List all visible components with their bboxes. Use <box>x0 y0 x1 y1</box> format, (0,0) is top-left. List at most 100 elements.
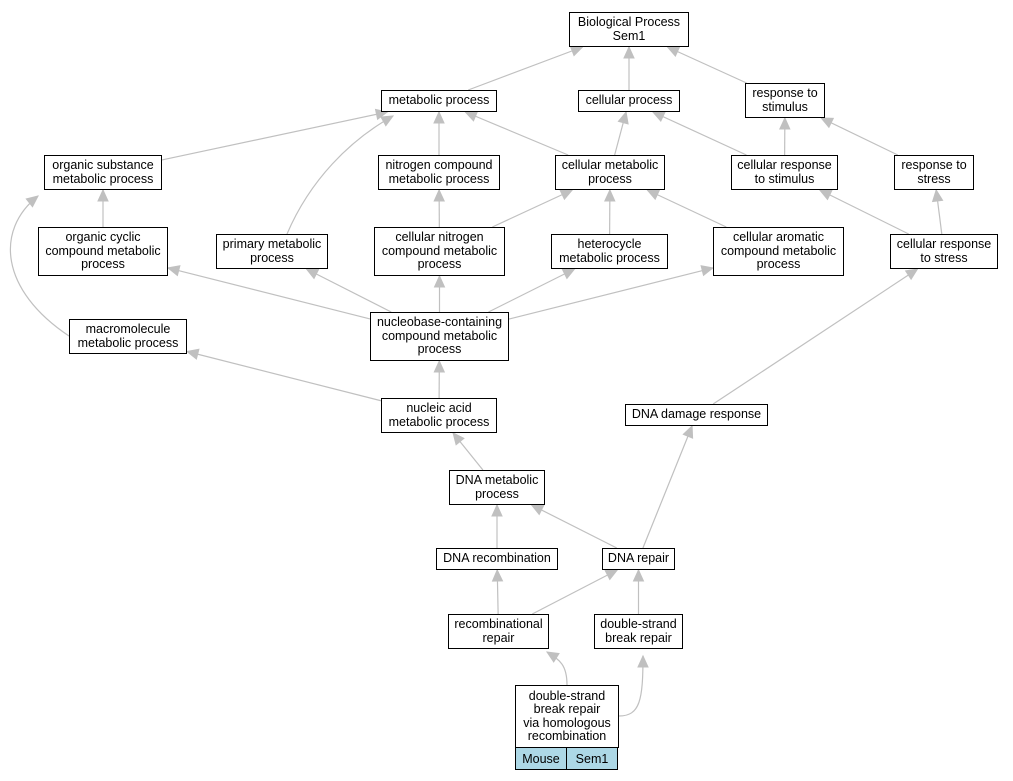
edge-resp-stress-to-resp-stim <box>820 117 899 156</box>
go-term-label: cellular response to stress <box>896 237 992 265</box>
edge-arrowhead <box>185 348 200 360</box>
go-term-macromolecule[interactable]: macromolecule metabolic process <box>69 319 187 354</box>
edge-cell-resp-stim-to-cellular <box>652 111 747 156</box>
go-term-org-cyclic[interactable]: organic cyclic compound metabolic proces… <box>38 227 168 276</box>
edge-arrowhead <box>305 268 320 280</box>
edge-arrowhead <box>97 188 109 202</box>
go-term-label: cellular metabolic process <box>561 158 659 186</box>
go-term-dsb-repair[interactable]: double-strand break repair <box>594 614 683 649</box>
go-term-dna-recomb[interactable]: DNA recombination <box>436 548 558 570</box>
edge-arrowhead <box>931 188 944 203</box>
go-term-label: Biological Process Sem1 <box>577 15 681 43</box>
edge-arrowhead <box>604 188 616 202</box>
go-term-cell-resp-stim[interactable]: cellular response to stimulus <box>731 155 838 190</box>
go-term-label: double-strand break repair <box>600 617 677 645</box>
edge-nucleobase-to-org-cyclic <box>167 267 371 320</box>
go-term-dna-metab[interactable]: DNA metabolic process <box>449 470 545 505</box>
go-term-label: heterocycle metabolic process <box>559 237 660 265</box>
go-term-cell-resp-stress[interactable]: cellular response to stress <box>890 234 998 269</box>
go-term-label: nucleobase-containing compound metabolic… <box>376 315 503 357</box>
edge-arrowhead <box>452 432 465 446</box>
edge-arrowhead <box>820 117 835 129</box>
edge-arrowhead <box>464 111 479 122</box>
edge-resp-stim-to-bp <box>667 46 747 84</box>
go-term-nitrogen[interactable]: nitrogen compound metabolic process <box>378 155 500 190</box>
edge-arrowhead <box>545 651 560 663</box>
edge-arrowhead <box>904 268 919 281</box>
go-term-label: macromolecule metabolic process <box>77 322 179 350</box>
go-term-primary[interactable]: primary metabolic process <box>216 234 328 269</box>
go-term-label: DNA metabolic process <box>455 473 539 501</box>
go-term-dna-damage[interactable]: DNA damage response <box>625 404 768 426</box>
edge-cell-resp-stress-to-cell-resp-stim <box>819 189 909 235</box>
edge-arrowhead <box>561 268 576 280</box>
go-term-bp[interactable]: Biological Process Sem1 <box>569 12 689 47</box>
go-term-org-subst[interactable]: organic substance metabolic process <box>44 155 162 190</box>
edge-dsb-hr-to-dsb-repair <box>618 655 644 717</box>
edge-arrowhead <box>617 110 629 125</box>
go-term-cell-metab[interactable]: cellular metabolic process <box>555 155 665 190</box>
edge-arrowhead <box>666 46 681 58</box>
edge-arrowhead <box>433 110 445 124</box>
go-term-label: organic substance metabolic process <box>52 158 154 186</box>
go-term-label: cellular response to stimulus <box>737 158 832 186</box>
edge-cell-metab-to-metabolic <box>465 111 569 156</box>
go-term-label: DNA recombination <box>443 551 551 566</box>
edge-arrowhead <box>637 654 649 668</box>
go-term-label: nucleic acid metabolic process <box>388 401 490 429</box>
go-term-metabolic[interactable]: metabolic process <box>381 90 497 112</box>
edge-arrowhead <box>569 45 584 57</box>
go-term-nucleobase[interactable]: nucleobase-containing compound metabolic… <box>370 312 509 361</box>
go-term-label: nitrogen compound metabolic process <box>385 158 493 186</box>
edge-arrowhead <box>530 504 545 516</box>
edge-macromolecule-to-org-subst <box>9 195 70 337</box>
edge-arrowhead <box>651 111 666 123</box>
edge-nucleobase-to-heterocycle <box>488 268 575 313</box>
edge-arrowhead <box>433 274 446 288</box>
edge-arrowhead <box>25 195 39 208</box>
edge-org-subst-to-metabolic <box>161 111 388 161</box>
edge-arrowhead <box>433 188 445 202</box>
go-term-dna-repair[interactable]: DNA repair <box>602 548 675 570</box>
go-term-label: recombinational repair <box>454 617 543 645</box>
go-term-label: cellular aromatic compound metabolic pro… <box>720 230 837 272</box>
edge-arrowhead <box>166 265 181 277</box>
go-term-label: cellular nitrogen compound metabolic pro… <box>381 230 498 272</box>
edge-arrowhead <box>559 189 574 201</box>
edge-arrowhead <box>604 569 619 581</box>
go-term-cell-aromatic[interactable]: cellular aromatic compound metabolic pro… <box>713 227 844 276</box>
edge-arrowhead <box>491 568 504 582</box>
edge-dna-repair-to-dna-damage <box>642 425 693 549</box>
edge-cell-aromatic-to-cell-metab <box>647 189 727 228</box>
go-term-recomb-repair[interactable]: recombinational repair <box>448 614 549 649</box>
edge-arrowhead <box>380 115 395 127</box>
go-term-label: response to stress <box>901 158 967 186</box>
go-term-cellular[interactable]: cellular process <box>578 90 680 112</box>
edge-arrowhead <box>632 568 645 582</box>
go-term-cell-nitrogen[interactable]: cellular nitrogen compound metabolic pro… <box>374 227 505 276</box>
go-term-nucleic[interactable]: nucleic acid metabolic process <box>381 398 497 433</box>
go-term-resp-stress[interactable]: response to stress <box>894 155 974 190</box>
go-term-label: organic cyclic compound metabolic proces… <box>45 230 161 272</box>
edge-arrowhead <box>623 45 635 59</box>
edge-arrowhead <box>818 189 833 201</box>
go-term-label: DNA repair <box>607 551 670 566</box>
go-term-label: response to stimulus <box>752 86 818 114</box>
go-term-label: cellular process <box>585 93 673 108</box>
go-term-dsb-hr[interactable]: double-strand break repair via homologou… <box>515 685 619 748</box>
go-term-label: metabolic process <box>388 93 490 108</box>
edge-recomb-repair-to-dna-repair <box>532 569 618 615</box>
tag-mouse: Mouse <box>515 747 567 770</box>
go-term-label: primary metabolic process <box>222 237 322 265</box>
edge-nucleobase-to-primary <box>306 268 392 313</box>
edge-dna-repair-to-dna-metab <box>531 504 618 549</box>
edge-arrowhead <box>646 189 661 201</box>
edge-arrowhead <box>491 503 503 517</box>
go-term-heterocycle[interactable]: heterocycle metabolic process <box>551 234 668 269</box>
go-term-resp-stim[interactable]: response to stimulus <box>745 83 825 118</box>
edge-arrowhead <box>433 359 446 373</box>
edge-arrowhead <box>682 424 694 439</box>
edge-nucleic-to-macromolecule <box>186 350 382 402</box>
